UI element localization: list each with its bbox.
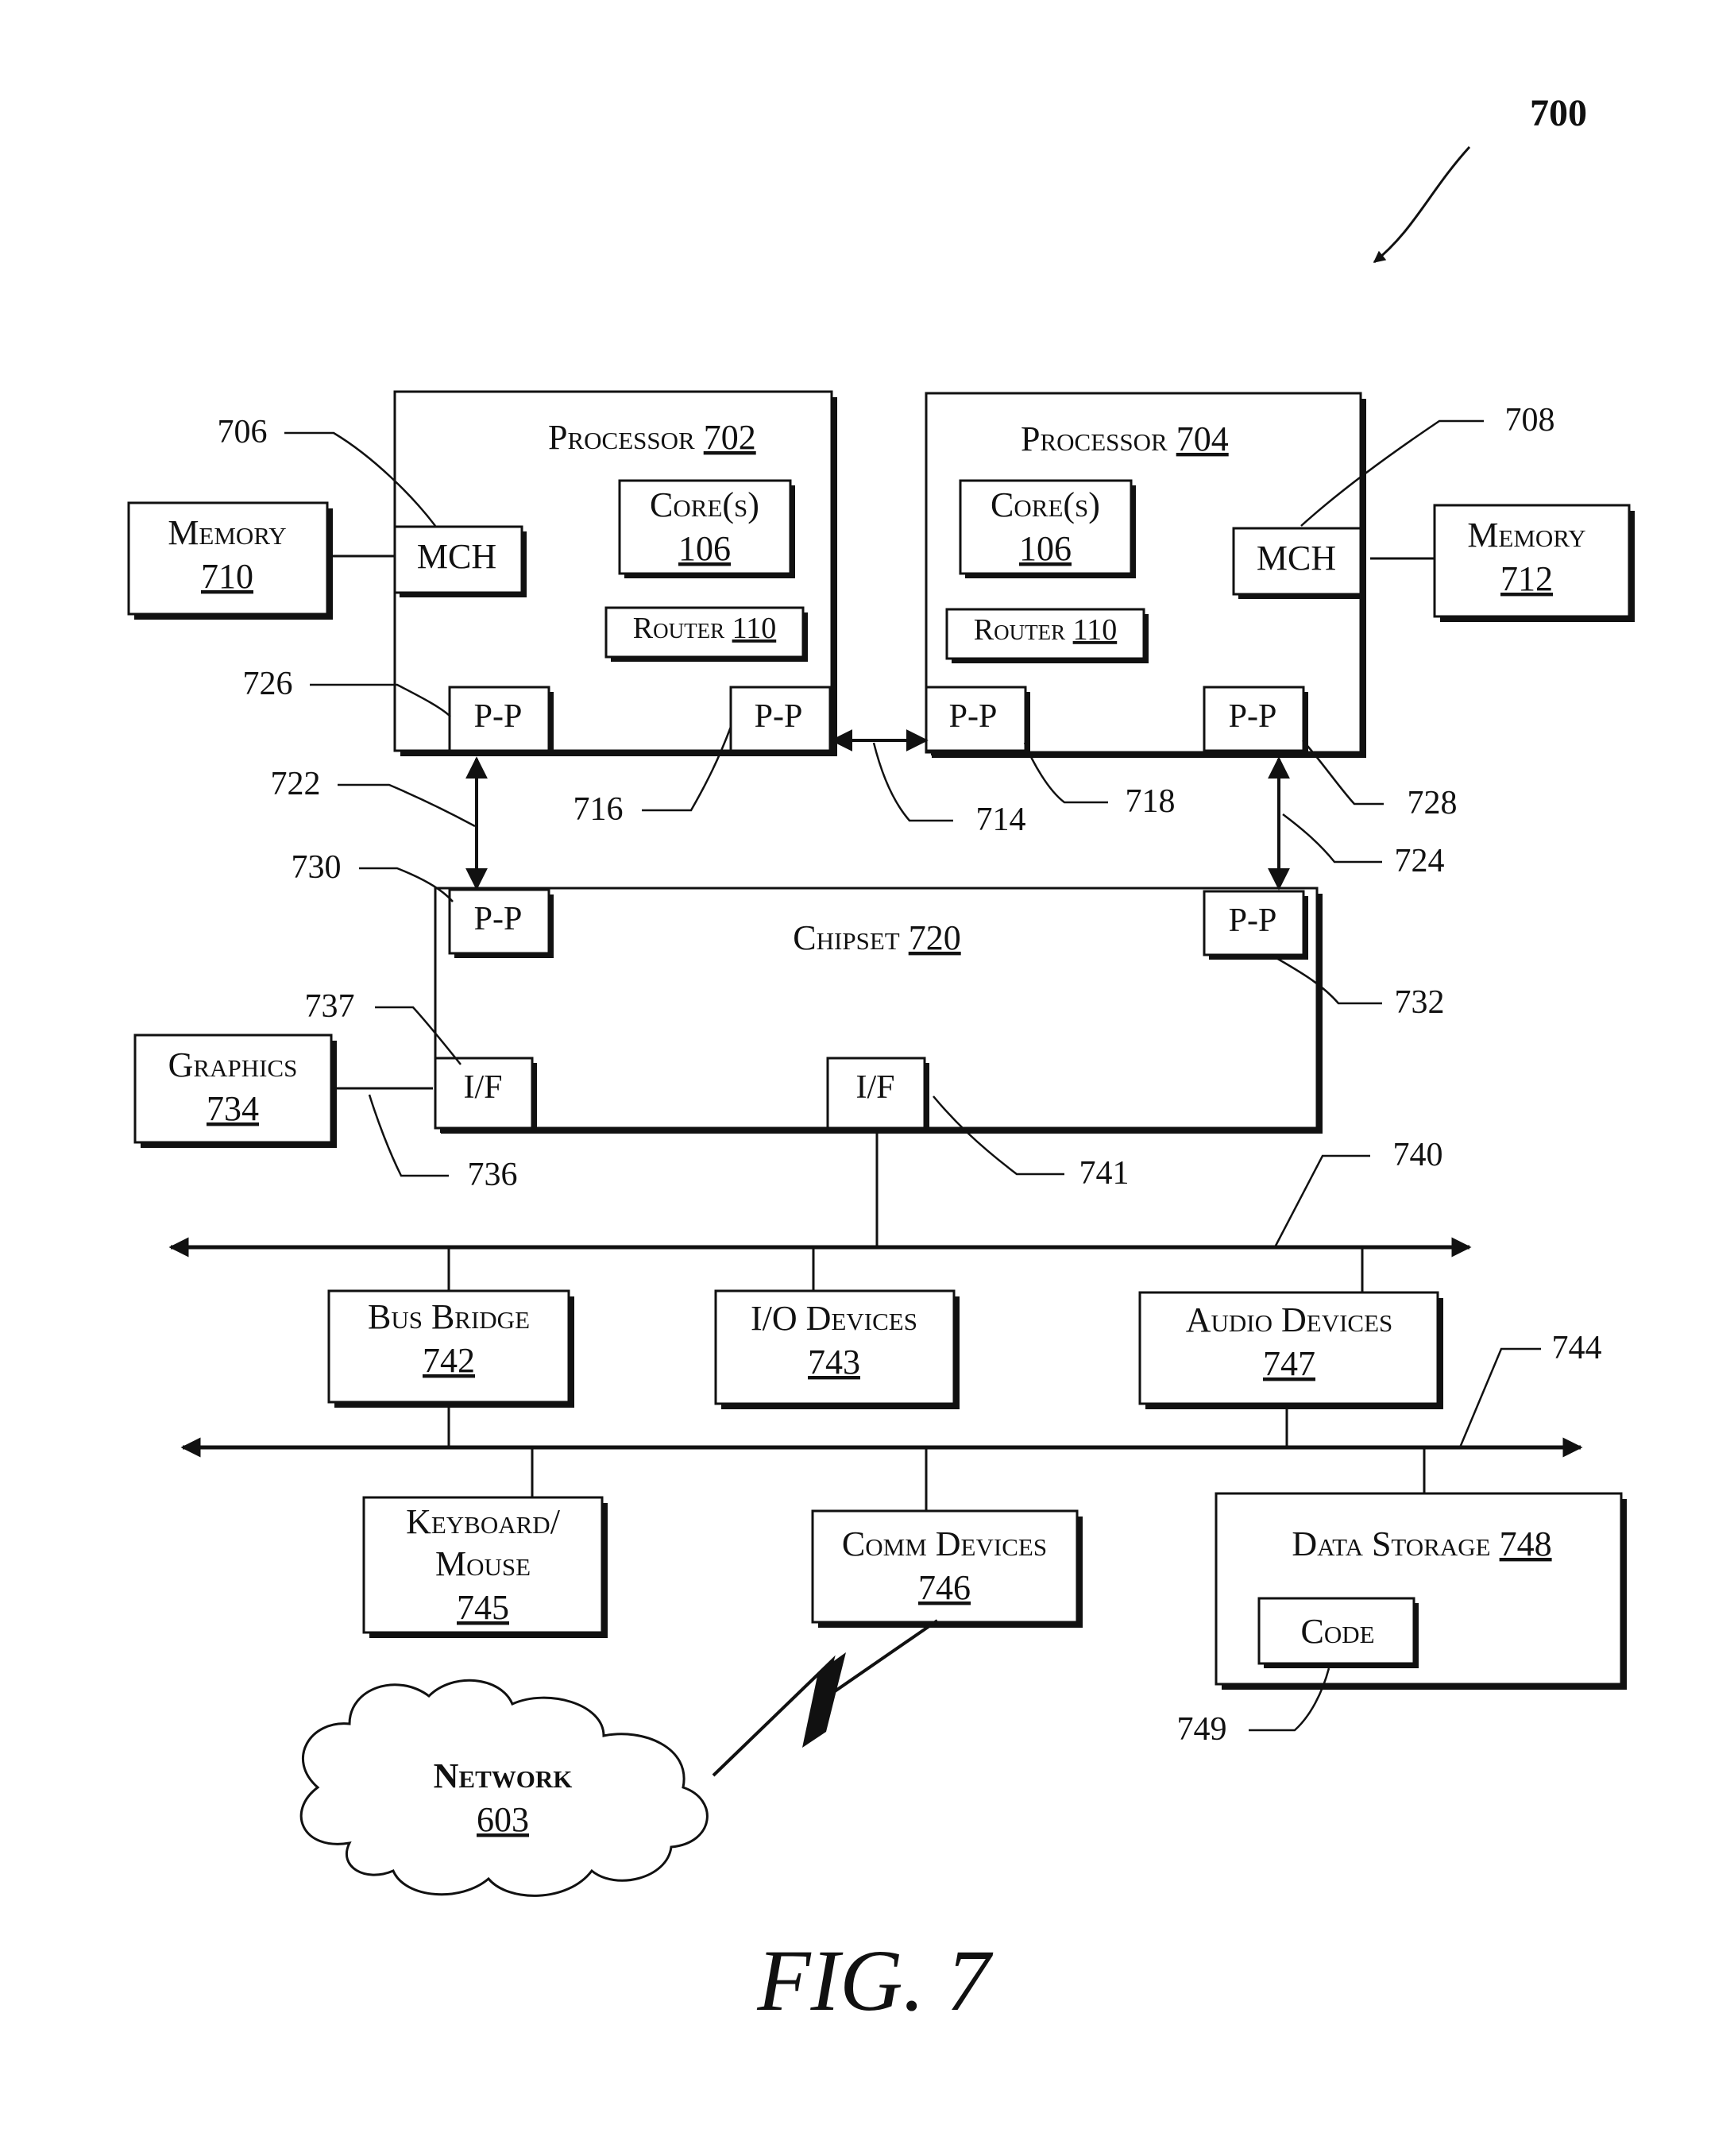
figure-caption: FIG. 7 bbox=[756, 1932, 993, 2029]
router-a-label: Router 110 bbox=[633, 612, 776, 645]
leader-740 bbox=[1275, 1156, 1370, 1247]
memory-712-ref: 712 bbox=[1500, 559, 1553, 598]
memory-710-ref: 710 bbox=[201, 557, 253, 596]
callout-722: 722 bbox=[271, 766, 321, 802]
figure-ref-number: 700 bbox=[1530, 92, 1587, 134]
processor-704-title: Processor 704 bbox=[1021, 419, 1229, 458]
pp-718-label: P-P bbox=[949, 698, 998, 735]
bus-bridge-ref: 742 bbox=[423, 1341, 475, 1380]
router-b-label: Router 110 bbox=[974, 613, 1117, 647]
cores-b-label: Core(s) bbox=[991, 485, 1100, 524]
network-ref: 603 bbox=[477, 1800, 529, 1839]
memory-712-label: Memory bbox=[1467, 516, 1585, 554]
audio-devices-ref: 747 bbox=[1263, 1344, 1315, 1383]
callout-730: 730 bbox=[292, 849, 342, 886]
mch-a-label: MCH bbox=[417, 537, 496, 576]
callout-714: 714 bbox=[976, 802, 1026, 838]
if-741-label: I/F bbox=[855, 1069, 894, 1106]
cores-b-ref: 106 bbox=[1019, 529, 1072, 568]
callout-726: 726 bbox=[243, 666, 293, 702]
bus-bridge-label: Bus Bridge bbox=[368, 1297, 530, 1336]
network-label: Network bbox=[434, 1756, 573, 1795]
figure-ref-arrow bbox=[1374, 147, 1469, 262]
callout-724: 724 bbox=[1395, 843, 1445, 879]
pp-716-label: P-P bbox=[755, 698, 803, 735]
keyboard-mouse-label-2: Mouse bbox=[435, 1544, 531, 1583]
code-label: Code bbox=[1300, 1612, 1374, 1651]
pp-728-label: P-P bbox=[1229, 698, 1277, 735]
processor-702-title: Processor 702 bbox=[548, 418, 756, 457]
graphics-ref: 734 bbox=[207, 1089, 259, 1128]
comm-devices-label: Comm Devices bbox=[842, 1524, 1047, 1563]
keyboard-mouse-ref: 745 bbox=[457, 1588, 509, 1627]
callout-740: 740 bbox=[1393, 1137, 1443, 1173]
callout-716: 716 bbox=[573, 791, 624, 828]
callout-749: 749 bbox=[1177, 1711, 1227, 1748]
callout-741: 741 bbox=[1079, 1155, 1130, 1192]
if-737-label: I/F bbox=[463, 1069, 502, 1106]
leader-744 bbox=[1460, 1349, 1541, 1447]
keyboard-mouse-label-1: Keyboard/ bbox=[406, 1502, 561, 1541]
callout-744: 744 bbox=[1552, 1330, 1602, 1366]
pp-726-label: P-P bbox=[474, 698, 523, 735]
graphics-label: Graphics bbox=[168, 1045, 298, 1084]
cores-a-label: Core(s) bbox=[650, 485, 759, 524]
io-devices-ref: 743 bbox=[808, 1343, 860, 1381]
chipset-title: Chipset 720 bbox=[793, 918, 960, 957]
io-devices-label: I/O Devices bbox=[751, 1299, 917, 1338]
comm-devices-ref: 746 bbox=[918, 1568, 971, 1607]
callout-732: 732 bbox=[1395, 984, 1445, 1021]
callout-718: 718 bbox=[1126, 783, 1176, 820]
callout-736: 736 bbox=[468, 1157, 518, 1193]
cores-a-ref: 106 bbox=[678, 529, 731, 568]
memory-710-label: Memory bbox=[168, 513, 286, 552]
callout-728: 728 bbox=[1408, 785, 1458, 821]
leader-722 bbox=[338, 785, 475, 826]
leader-724 bbox=[1283, 814, 1382, 862]
callout-737: 737 bbox=[305, 988, 355, 1025]
audio-devices-label: Audio Devices bbox=[1186, 1300, 1393, 1339]
pp-730-label: P-P bbox=[474, 901, 523, 937]
callout-706: 706 bbox=[218, 414, 268, 450]
pp-732-label: P-P bbox=[1229, 902, 1277, 939]
data-storage-title: Data Storage 748 bbox=[1292, 1524, 1551, 1563]
callout-708: 708 bbox=[1505, 402, 1555, 439]
mch-b-label: MCH bbox=[1257, 539, 1336, 578]
